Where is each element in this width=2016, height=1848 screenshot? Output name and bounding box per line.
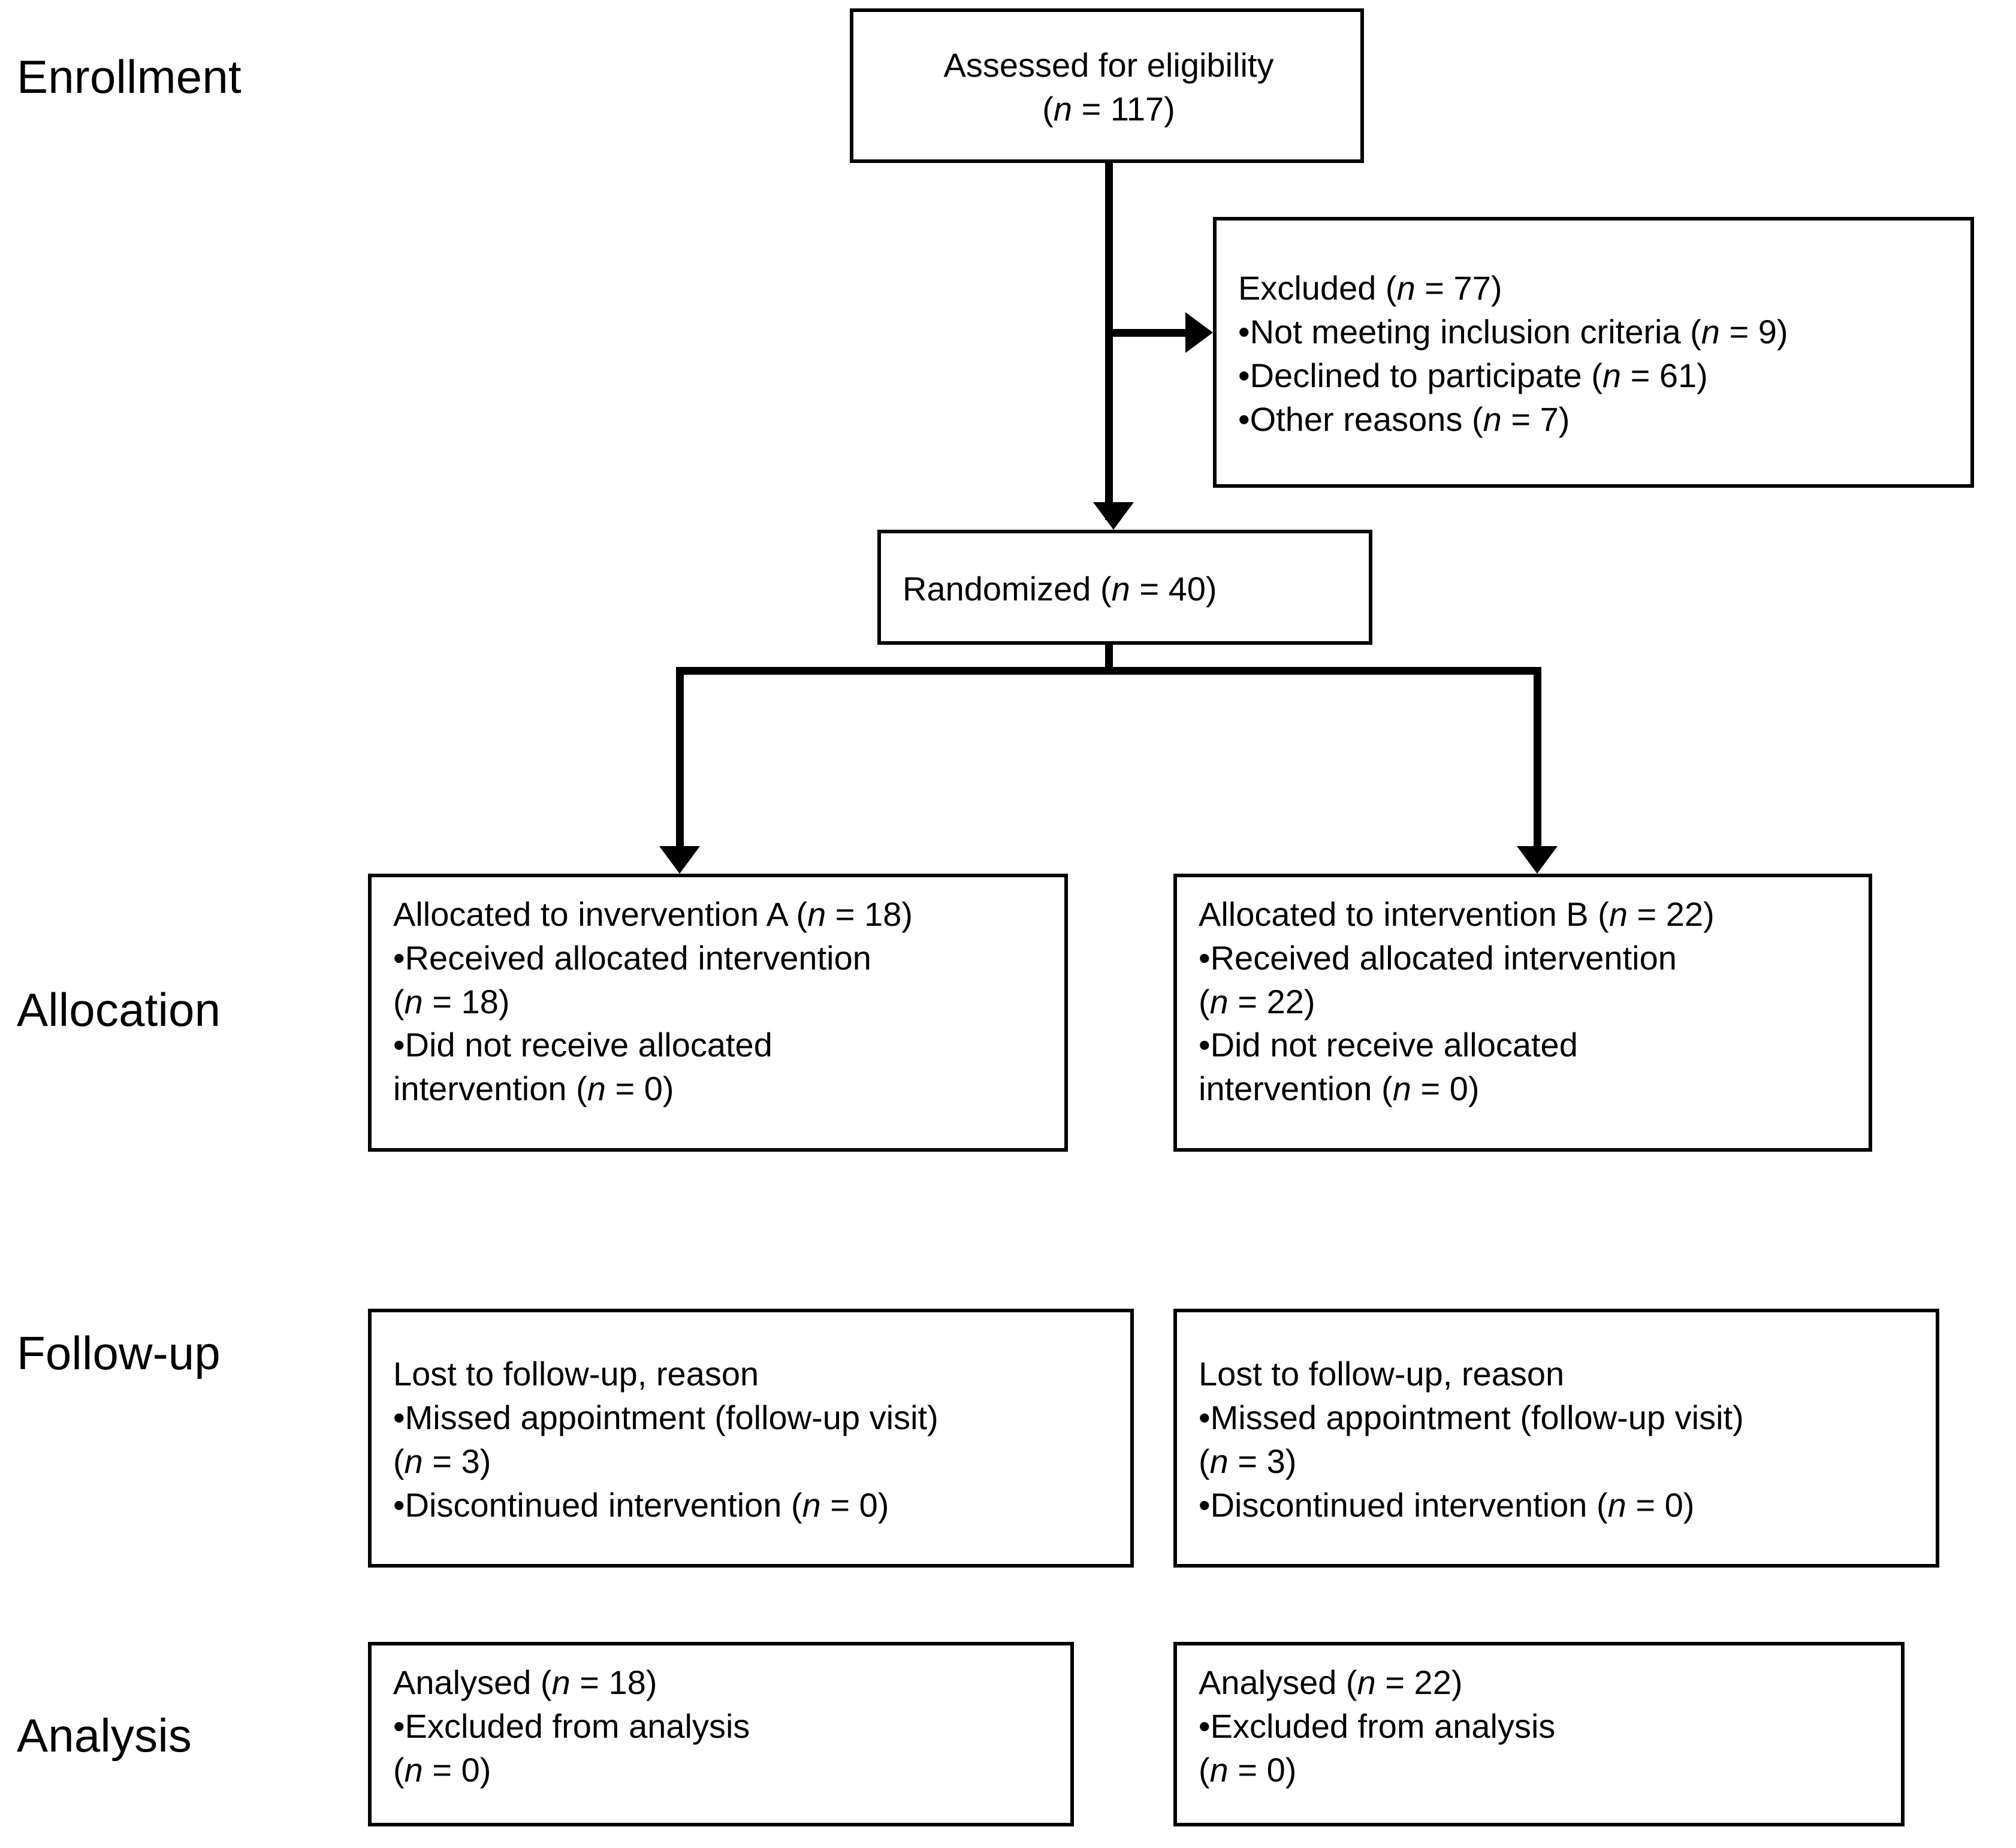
allocation-right-line-4: •Did not receive allocated [1199, 1026, 1578, 1064]
arrowhead-to-allocation-left [659, 846, 700, 874]
stage-label-analysis: Analysis [17, 1709, 192, 1762]
arrowhead-to-allocation-right [1517, 846, 1558, 874]
connector-randomized-stem [1105, 644, 1113, 674]
analysis-right-line-2: •Excluded from analysis [1199, 1707, 1556, 1745]
followup-right-line-2: •Missed appointment (follow-up visit) [1199, 1399, 1744, 1437]
excluded-line-1: Excluded (n = 77) [1238, 269, 1502, 307]
assessed-line-1: Assessed for eligibility [943, 46, 1274, 84]
allocation-right-line-2: •Received allocated intervention [1199, 938, 1677, 977]
followup-right-line-4: •Discontinued intervention (n = 0) [1199, 1485, 1695, 1524]
connector-branch-right [1534, 667, 1541, 862]
box-followup-left: Lost to follow-up, reason •Missed appoin… [368, 1309, 1134, 1568]
allocation-left-line-3: (n = 18) [393, 982, 510, 1020]
box-followup-right: Lost to follow-up, reason •Missed appoin… [1173, 1309, 1939, 1568]
followup-left-line-2: •Missed appointment (follow-up visit) [393, 1399, 938, 1437]
followup-left-line-4: •Discontinued intervention (n = 0) [393, 1485, 889, 1524]
excluded-line-3: •Declined to participate (n = 61) [1238, 357, 1708, 394]
excluded-line-4: •Other reasons (n = 7) [1238, 400, 1570, 438]
connector-branch-left [676, 667, 684, 862]
arrowhead-to-randomized [1093, 502, 1134, 530]
box-analysis-right: Analysed (n = 22) •Excluded from analysi… [1173, 1642, 1905, 1826]
allocation-left-line-4: •Did not receive allocated [393, 1026, 772, 1064]
box-excluded: Excluded (n = 77) •Not meeting inclusion… [1213, 217, 1974, 488]
followup-left-line-1: Lost to follow-up, reason [393, 1355, 759, 1393]
analysis-left-line-2: •Excluded from analysis [393, 1707, 750, 1745]
stage-label-enrollment: Enrollment [17, 50, 242, 103]
analysis-left-line-3: (n = 0) [393, 1750, 491, 1789]
followup-left-line-3: (n = 3) [393, 1442, 491, 1480]
stage-label-allocation: Allocation [17, 983, 221, 1036]
analysis-left-line-1: Analysed (n = 18) [393, 1663, 657, 1701]
analysis-right-line-3: (n = 0) [1199, 1750, 1297, 1789]
followup-right-line-3: (n = 3) [1199, 1442, 1297, 1480]
connector-randomized-split-bar [676, 667, 1541, 675]
box-allocation-intervention-a: Allocated to invervention A (n = 18) •Re… [368, 874, 1068, 1152]
allocation-right-line-3: (n = 22) [1199, 982, 1315, 1020]
analysis-right-line-1: Analysed (n = 22) [1199, 1663, 1463, 1701]
box-assessed-for-eligibility: Assessed for eligibility (n = 117) [850, 8, 1364, 163]
connector-enrollment-trunk [1105, 161, 1113, 520]
allocation-left-line-1: Allocated to invervention A (n = 18) [393, 895, 913, 933]
allocation-right-line-5: intervention (n = 0) [1199, 1070, 1480, 1108]
connector-to-excluded [1105, 329, 1189, 337]
stage-label-followup: Follow-up [17, 1327, 221, 1379]
box-randomized: Randomized (n = 40) [877, 530, 1372, 645]
allocation-right-line-1: Allocated to intervention B (n = 22) [1199, 895, 1715, 933]
allocation-left-line-5: intervention (n = 0) [393, 1070, 674, 1108]
allocation-left-line-2: •Received allocated intervention [393, 938, 871, 977]
arrowhead-to-excluded [1185, 312, 1213, 353]
followup-right-line-1: Lost to follow-up, reason [1199, 1355, 1565, 1393]
box-allocation-intervention-b: Allocated to intervention B (n = 22) •Re… [1173, 874, 1872, 1152]
box-analysis-left: Analysed (n = 18) •Excluded from analysi… [368, 1642, 1074, 1826]
excluded-line-2: •Not meeting inclusion criteria (n = 9) [1238, 313, 1788, 351]
assessed-line-2: (n = 117) [1042, 90, 1175, 128]
randomized-line-1: Randomized (n = 40) [903, 569, 1217, 608]
